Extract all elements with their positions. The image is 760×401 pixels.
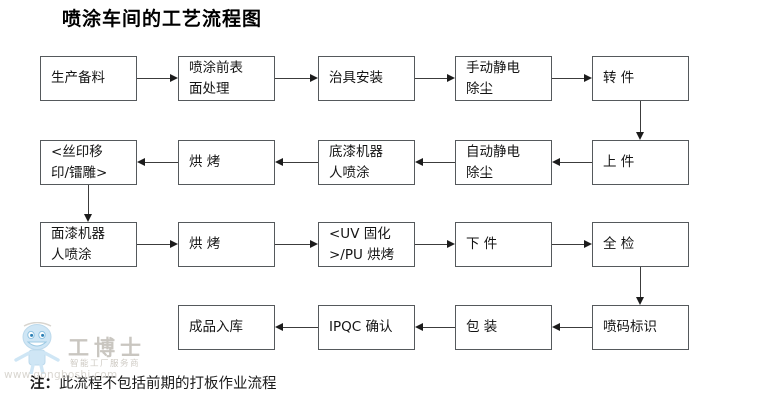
flow-node-n19[interactable]: 成品入库	[178, 305, 275, 350]
flow-node-label: 喷码标识	[603, 318, 657, 335]
flow-node-label: 自动静电 除尘	[466, 144, 520, 181]
flow-node-label: 生产备料	[51, 69, 105, 86]
connector-line	[275, 243, 311, 246]
arrow-head-right	[310, 74, 318, 82]
flow-node-n10[interactable]: <丝印移 印/镭雕>	[40, 140, 137, 185]
connector-line	[552, 243, 585, 246]
connector-line	[282, 161, 318, 164]
arrow-head-left	[275, 158, 283, 166]
flow-node-label: 面漆机器 人喷涂	[51, 226, 105, 263]
arrow-head-left	[552, 158, 560, 166]
flow-node-n5[interactable]: 转 件	[592, 56, 689, 101]
arrow-head-left	[552, 323, 560, 331]
connector-line	[552, 77, 585, 80]
connector-line	[559, 161, 592, 164]
flow-node-n15[interactable]: 全 检	[592, 222, 689, 267]
flow-node-n8[interactable]: 底漆机器 人喷涂	[318, 140, 415, 185]
flow-node-label: <丝印移 印/镭雕>	[51, 144, 108, 181]
arrow-head-right	[447, 240, 455, 248]
connector-line	[639, 267, 642, 298]
arrow-head-right	[170, 74, 178, 82]
flow-node-n2[interactable]: 喷涂前表 面处理	[178, 56, 275, 101]
watermark-brand: 工博士	[68, 335, 146, 360]
flow-node-n6[interactable]: 上 件	[592, 140, 689, 185]
flow-node-label: 治具安装	[329, 69, 383, 86]
connector-line	[415, 77, 448, 80]
flow-node-n13[interactable]: <UV 固化 >/PU 烘烤	[318, 222, 415, 267]
arrow-head-right	[310, 240, 318, 248]
arrow-head-down	[636, 297, 644, 305]
footnote-prefix: 注：	[30, 376, 59, 392]
flow-node-n18[interactable]: IPQC 确认	[318, 305, 415, 350]
flow-node-label: 烘 烤	[189, 153, 221, 170]
flow-node-n7[interactable]: 自动静电 除尘	[455, 140, 552, 185]
connector-line	[144, 161, 178, 164]
flow-node-label: 底漆机器 人喷涂	[329, 144, 383, 181]
watermark-subtitle: 智能工厂服务商	[70, 359, 141, 369]
connector-line	[422, 326, 455, 329]
flow-node-label: 喷涂前表 面处理	[189, 60, 243, 97]
connector-line	[275, 77, 311, 80]
arrow-head-right	[170, 240, 178, 248]
mascot-icon	[14, 322, 60, 374]
flow-node-label: 上 件	[603, 153, 635, 170]
connector-line	[137, 243, 171, 246]
arrow-head-right	[584, 74, 592, 82]
flow-node-n1[interactable]: 生产备料	[40, 56, 137, 101]
flow-node-label: 烘 烤	[189, 235, 221, 252]
connector-line	[137, 77, 171, 80]
arrow-head-right	[584, 240, 592, 248]
flow-node-n14[interactable]: 下 件	[455, 222, 552, 267]
connector-line	[415, 243, 448, 246]
connector-line	[559, 326, 592, 329]
connector-line	[422, 161, 455, 164]
flow-node-n11[interactable]: 面漆机器 人喷涂	[40, 222, 137, 267]
flow-node-label: 转 件	[603, 69, 635, 86]
page-title: 喷涂车间的工艺流程图	[62, 8, 263, 30]
flow-node-label: 下 件	[466, 235, 498, 252]
flow-node-n9[interactable]: 烘 烤	[178, 140, 275, 185]
flow-node-n17[interactable]: 包 装	[455, 305, 552, 350]
flow-node-n3[interactable]: 治具安装	[318, 56, 415, 101]
flow-node-label: IPQC 确认	[329, 318, 393, 335]
footnote: 注：此流程不包括前期的打板作业流程	[30, 372, 277, 393]
footnote-text: 此流程不包括前期的打板作业流程	[59, 376, 277, 392]
arrow-head-down	[636, 132, 644, 140]
flow-node-n4[interactable]: 手动静电 除尘	[455, 56, 552, 101]
flow-node-n16[interactable]: 喷码标识	[592, 305, 689, 350]
flow-node-label: 包 装	[466, 318, 498, 335]
arrow-head-left	[275, 323, 283, 331]
connector-line	[639, 101, 642, 133]
flow-node-n12[interactable]: 烘 烤	[178, 222, 275, 267]
arrow-head-down	[84, 214, 92, 222]
arrow-head-left	[415, 323, 423, 331]
connector-line	[87, 185, 90, 215]
arrow-head-left	[415, 158, 423, 166]
flow-node-label: <UV 固化 >/PU 烘烤	[329, 226, 395, 263]
arrow-head-right	[447, 74, 455, 82]
flow-node-label: 成品入库	[189, 318, 243, 335]
flow-node-label: 全 检	[603, 235, 635, 252]
arrow-head-left	[137, 158, 145, 166]
connector-line	[282, 326, 318, 329]
flow-node-label: 手动静电 除尘	[466, 60, 520, 97]
